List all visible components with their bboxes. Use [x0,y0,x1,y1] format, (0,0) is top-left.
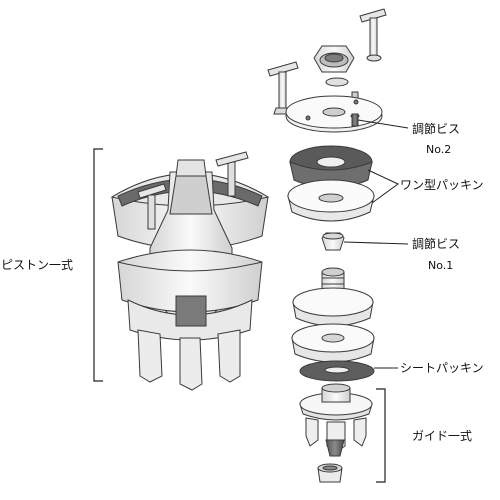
adjusting-screw-no1 [321,232,345,251]
leader-adjust-screw-1 [343,241,409,245]
leader-adjust-screw-2 [357,119,409,129]
top-plate-disk [285,95,383,133]
label-guide-assembly: ガイド一式 [412,429,472,443]
t-bolt-top-right [359,8,387,62]
guide-bushing [317,463,343,483]
piston-disk-lower [291,323,375,363]
piston-leg-right [217,329,241,383]
hex-nut-top [313,45,355,87]
label-adjust-screw-1-title: 調節ビス [412,236,460,251]
label-adjust-screw-2-title: 調節ビス [412,121,460,136]
leader-cup-packing [367,169,399,204]
piston-bolt-right [227,161,236,197]
guide-assembly-bracket [376,388,386,483]
seat-packing-ring [299,360,375,382]
adjusting-screw-no2 [350,113,360,127]
label-seat-packing: シートパッキン [400,361,484,375]
piston-dark-packing [117,178,263,207]
piston-lower-bore [175,295,207,327]
piston-assembly-bracket [93,148,103,382]
label-cup-packing: ワン型パッキン [400,178,484,192]
piston-assembly-drawing [110,151,270,391]
label-piston-assembly: ピストン一式 [1,258,73,272]
guide-plug [325,439,345,457]
piston-disk-upper [292,287,374,327]
piston-leg-mid [179,337,203,391]
guide-flange [299,383,373,421]
piston-mid-dish [117,249,263,313]
label-adjust-screw-1-no: No.1 [428,259,453,272]
label-adjust-screw-2-no: No.2 [426,143,451,156]
exploded-parts-stack [267,8,387,483]
cup-dish-white [287,179,375,222]
piston-leg-left [137,329,163,383]
callout-leaders [343,119,409,369]
piston-bolt-left [147,194,156,230]
